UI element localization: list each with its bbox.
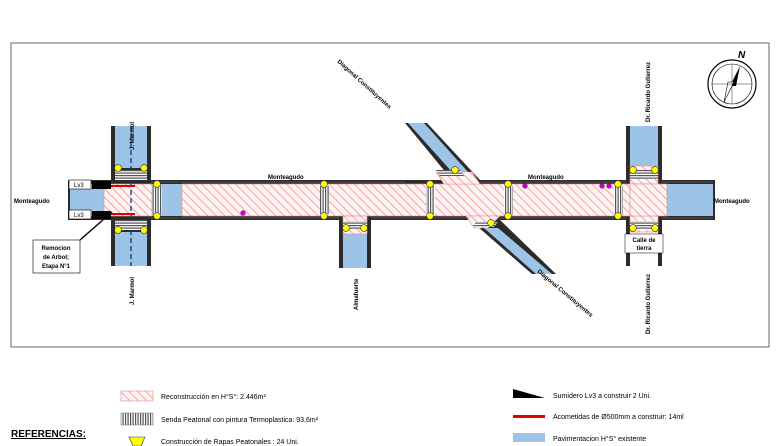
legend-title: REFERENCIAS: [11, 429, 86, 440]
remocion-line-3: Etapa N°1 [42, 264, 71, 270]
lv3-text-bottom: Lv3 [74, 213, 84, 219]
pedestrian-ramps [114, 164, 659, 234]
remocion-line-1: Remocion [41, 246, 70, 252]
legend-swatch-paving [513, 433, 545, 442]
legend-label-reconstruction: Reconstrucción en H°S°: 2.446m² [161, 393, 266, 401]
legend-label-ramps: Construcción de Rapas Peatonales : 24 Un… [161, 439, 299, 446]
reconstruction-area [103, 165, 668, 235]
north-arrow-icon: N [707, 50, 757, 109]
compass-north: N [738, 50, 746, 61]
street-monteagudo-right-upper: Monteagudo [528, 175, 564, 181]
lv3-text-top: Lv3 [74, 183, 84, 189]
street-ricardo-bottom: Dr. Ricardo Gutierrez [646, 274, 652, 334]
calle-tierra-line-2: tierra [636, 246, 652, 252]
legend: REFERENCIAS: Reconstrucción en H°S°: 2.4… [11, 389, 684, 446]
legend-label-paving: Pavimentacion H°S° existente [553, 435, 646, 443]
street-almafuerte: Almafuerte [354, 278, 360, 310]
street-monteagudo-center: Monteagudo [268, 175, 304, 181]
street-ricardo-top: Dr. Ricardo Gutierrez [646, 62, 652, 122]
remocion-line-2: de Arbol; [43, 255, 69, 261]
legend-label-acometidas: Acometidas de Ø500mm a construir: 14ml [553, 414, 684, 421]
legend-swatch-crosswalk [120, 412, 154, 426]
street-j-marmol-top: J. Marmol [130, 122, 136, 150]
calle-tierra-line-1: Calle de [632, 238, 656, 244]
legend-swatch-acometidas [513, 415, 545, 418]
legend-label-sumidero: Sumidero Lv3 a construir 2 Uni. [553, 393, 651, 400]
legend-label-crosswalk: Senda Peatonal con pintura Termoplastica… [161, 417, 319, 424]
street-j-marmol-bottom: J. Marmol [130, 277, 136, 305]
legend-swatch-ramps [128, 436, 146, 446]
street-monteagudo-right: Monteagudo [714, 199, 750, 205]
legend-swatch-reconstruction [120, 390, 154, 402]
street-monteagudo-left: Monteagudo [14, 199, 50, 205]
tree-removal-callout: Remocion de Arbol; Etapa N°1 [32, 211, 113, 274]
lv3-label-top: Lv3 [68, 179, 92, 190]
trees [240, 183, 612, 216]
calle-tierra-label: Calle de tierra [624, 233, 664, 254]
crosswalks [115, 170, 658, 230]
legend-swatch-sumidero [513, 389, 545, 398]
lv3-label-bottom: Lv3 [68, 209, 92, 220]
